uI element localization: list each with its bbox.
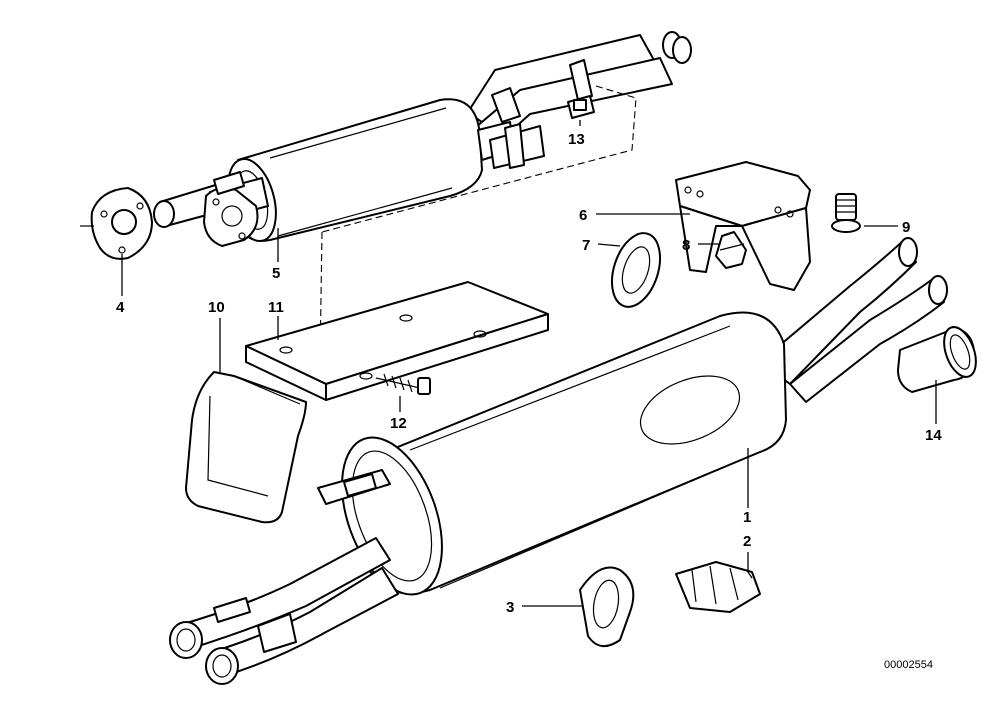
bolt xyxy=(831,193,861,233)
rubber-ring-3 xyxy=(579,566,635,647)
assembly-line-top xyxy=(321,85,637,233)
support-bracket xyxy=(245,281,549,401)
rubber-ring-7 xyxy=(611,232,661,308)
callout-13: 13 xyxy=(568,131,585,148)
rubber-mount xyxy=(675,561,761,613)
callout-1: 1 xyxy=(743,509,751,526)
document-number: 00002554 xyxy=(884,659,933,671)
front-silencer-assembly xyxy=(153,31,692,247)
callout-11: 11 xyxy=(268,299,284,316)
callout-5: 5 xyxy=(272,265,280,282)
callout-3: 3 xyxy=(506,599,514,616)
rubber-buffer xyxy=(715,231,747,269)
callout-8: 8 xyxy=(682,237,690,254)
screw xyxy=(375,373,431,395)
leader-lines xyxy=(121,120,937,607)
callout-12: 12 xyxy=(390,415,407,432)
tail-pipe-trim xyxy=(897,326,977,393)
callout-14: 14 xyxy=(925,427,942,444)
hanger-bracket xyxy=(675,161,811,291)
callout-6: 6 xyxy=(579,207,587,224)
callout-2: 2 xyxy=(743,533,751,550)
callout-4: 4 xyxy=(116,299,125,316)
callout-9: 9 xyxy=(902,219,910,236)
callout-7: 7 xyxy=(582,237,590,254)
clip-nut xyxy=(567,95,595,119)
rear-silencer xyxy=(169,237,948,685)
callout-10: 10 xyxy=(208,299,225,316)
flange-gasket xyxy=(80,187,153,260)
heat-shield xyxy=(185,371,307,524)
callout-labels: 1 2 3 4 5 6 7 8 9 10 11 12 13 14 xyxy=(116,131,942,616)
